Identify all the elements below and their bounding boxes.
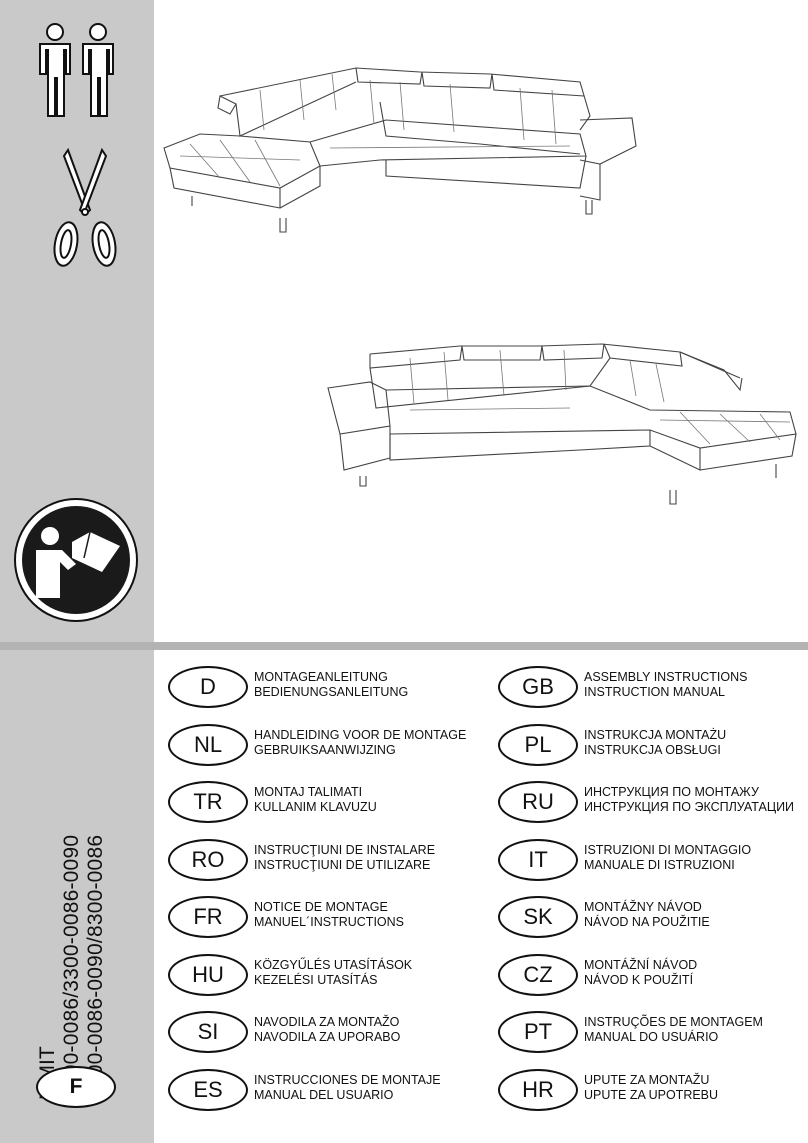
language-code-badge: HR [498,1068,578,1111]
product-code-line1: 8100-0086/3300-0086-0090 [60,834,83,1100]
instruction-manual-title: INSTRUCTION MANUAL [584,685,725,699]
assembly-instructions-title: HANDLEIDING VOOR DE MONTAGE [254,727,467,742]
assembly-instructions-title: UPUTE ZA MONTAŽU [584,1072,710,1087]
assembly-instructions-title: ASSEMBLY INSTRUCTIONS [584,670,748,684]
language-code-badge: SK [498,896,578,938]
instruction-manual-title: KEZELÉSI UTASÍTÁS [254,972,378,987]
instruction-manual-title: UPUTE ZA UPOTREBU [584,1087,719,1102]
instruction-manual-title: GEBRUIKSAANWIJZING [254,742,396,757]
two-persons-icon [39,23,114,117]
read-manual-icon [14,498,138,622]
instruction-manual-title: MANUALE DI ISTRUZIONI [584,857,735,872]
language-code-badge: TR [168,781,248,823]
corner-sofa-right-illustration [327,343,797,505]
instruction-manual-title: MANUAL DEL USUARIO [254,1087,394,1102]
language-code-badge: ES [168,1068,248,1111]
language-code-badge: PL [498,723,578,766]
assembly-instructions-title: MONTÁŽNY NÁVOD [584,900,702,914]
language-code-badge: CZ [498,953,578,996]
language-code-badge: HU [168,953,248,996]
assembly-instructions-title: INSTRUCŢIUNI DE INSTALARE [254,842,436,857]
language-code-badge: FR [168,896,248,938]
instruction-manual-title: MANUEL´INSTRUCTIONS [254,915,405,929]
instruction-manual-title: NAVODILA ZA UPORABO [254,1030,401,1044]
sidebar-bottom [0,650,154,1143]
instruction-manual-title: INSTRUCŢIUNI DE UTILIZARE [254,857,431,872]
scissors-icon [53,148,117,267]
instruction-manual-title: NÁVOD K POUŽITÍ [584,972,694,987]
instruction-manual-title: BEDIENUNGSANLEITUNG [254,685,409,699]
assembly-instructions-title: INSTRUÇÕES DE MONTAGEM [584,1015,763,1029]
language-code-badge: SI [168,1011,248,1053]
instruction-manual-title: KULLANIM KLAVUZU [254,800,377,814]
instruction-manual-title: INSTRUKCJA OBSŁUGI [584,742,721,757]
assembly-instructions-title: NOTICE DE MONTAGE [254,900,388,914]
edition-badge: F [36,1066,116,1108]
assembly-instructions-title: NAVODILA ZA MONTAŽO [254,1015,400,1029]
assembly-instructions-title: INSTRUKCJA MONTAŻU [584,727,727,742]
instruction-manual-title: ИНСТРУКЦИЯ ПО ЭКСПЛУАТАЦИИ [584,800,795,814]
language-code-badge: RU [498,781,578,823]
language-code-badge: PT [498,1011,578,1053]
instruction-manual-title: MANUAL DO USUÁRIO [584,1030,719,1044]
language-code-badge: D [168,666,248,708]
assembly-instructions-title: MONTAGEANLEITUNG [254,670,388,684]
instruction-manual-title: NÁVOD NA POUŽITIE [584,915,710,929]
corner-sofa-left-illustration [163,67,637,233]
language-code-badge: NL [168,723,248,766]
language-code-badge: RO [168,838,248,881]
assembly-instructions-title: KÖZGYŰLÉS UTASÍTÁSOK [254,957,413,972]
language-code-badge: GB [498,666,578,708]
assembly-instructions-title: MONTÁŽNÍ NÁVOD [584,957,698,972]
assembly-instructions-title: INSTRUCCIONES DE MONTAJE [254,1072,441,1087]
assembly-instructions-title: ISTRUZIONI DI MONTAGGIO [584,842,752,857]
assembly-instructions-title: ИНСТРУКЦИЯ ПО МОНТАЖУ [584,785,759,799]
product-code-line2: 3100-0086-0090/8300-0086 [84,834,107,1100]
assembly-instructions-title: MONTAJ TALIMATI [254,785,363,799]
language-code-badge: IT [498,838,578,881]
divider-bar [0,642,808,650]
